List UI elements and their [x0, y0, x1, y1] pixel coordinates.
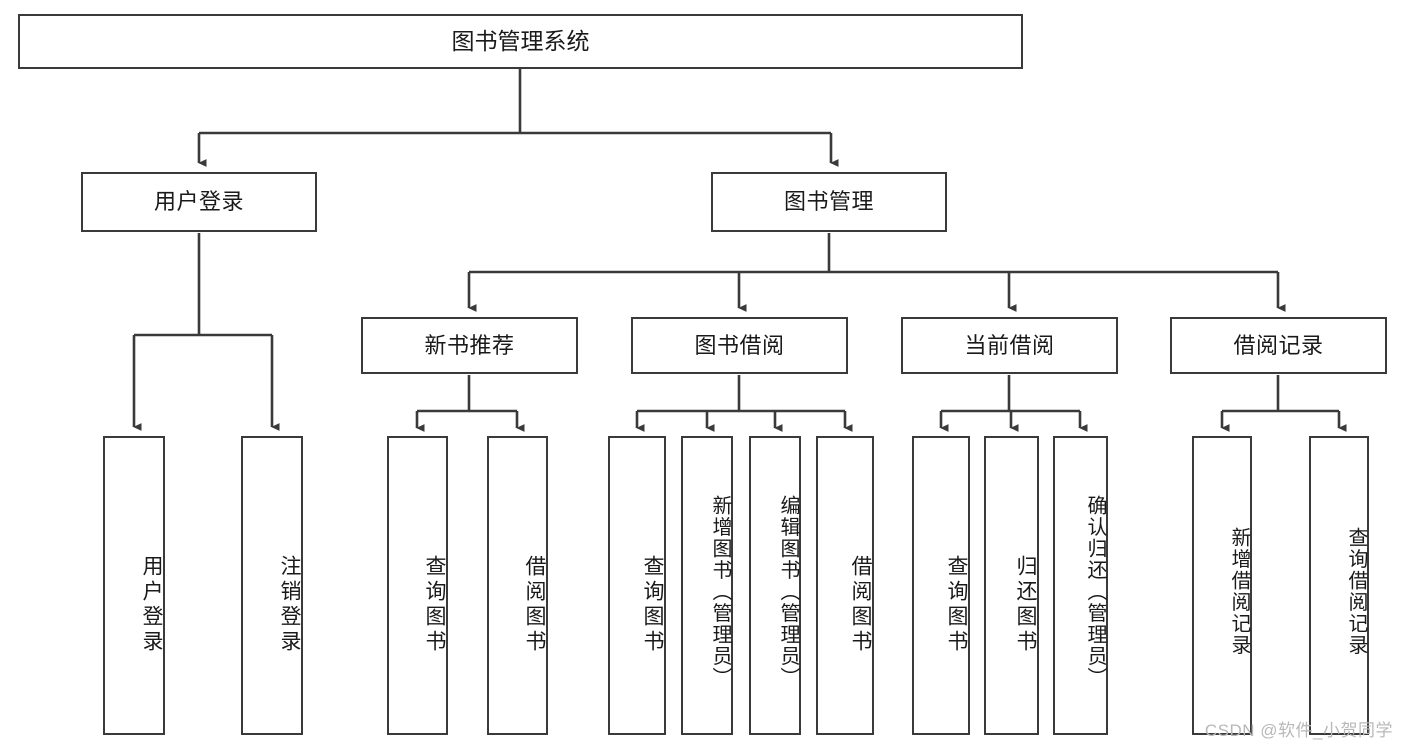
node-label: 查询图书: [423, 554, 446, 655]
node-label: 图书借阅: [694, 332, 785, 358]
watermark: CSDN @软件_小贺同学: [1204, 721, 1393, 740]
leaf-user-login[interactable]: 用户登录: [103, 436, 165, 735]
leaf-query-book-recommend[interactable]: 查询图书: [387, 436, 448, 735]
node-current-borrow[interactable]: 当前借阅: [901, 317, 1118, 374]
leaf-borrow-book[interactable]: 借阅图书: [816, 436, 874, 735]
node-user-login[interactable]: 用户登录: [81, 172, 317, 232]
node-label: 新书推荐: [424, 332, 515, 358]
leaf-add-book-admin[interactable]: 新增图书（管理员）: [681, 436, 733, 735]
node-label: 用户登录: [140, 554, 163, 655]
leaf-query-book-borrow[interactable]: 查询图书: [608, 436, 666, 735]
node-label: 查询图书: [945, 554, 968, 655]
node-label: 图书管理系统: [451, 28, 590, 55]
node-label: 借阅图书: [849, 554, 872, 655]
node-label: 新增图书（管理员）: [709, 494, 731, 689]
node-label: 用户登录: [153, 189, 244, 215]
node-label: 归还图书: [1014, 554, 1037, 655]
node-label: 图书管理: [783, 189, 874, 215]
leaf-edit-book-admin[interactable]: 编辑图书（管理员）: [749, 436, 801, 735]
node-label: 确认归还（管理员）: [1084, 494, 1106, 689]
node-label: 查询借阅记录: [1345, 527, 1367, 656]
node-book-borrow[interactable]: 图书借阅: [631, 317, 848, 374]
leaf-query-borrow-record[interactable]: 查询借阅记录: [1309, 436, 1369, 735]
leaf-query-book-current[interactable]: 查询图书: [912, 436, 970, 735]
node-label: 借阅图书: [523, 554, 546, 655]
leaf-logout[interactable]: 注销登录: [241, 436, 303, 735]
leaf-add-borrow-record[interactable]: 新增借阅记录: [1192, 436, 1252, 735]
node-label: 新增借阅记录: [1228, 527, 1250, 656]
node-label: 当前借阅: [964, 332, 1055, 358]
node-new-book-recommend[interactable]: 新书推荐: [361, 317, 578, 374]
leaf-borrow-book-recommend[interactable]: 借阅图书: [487, 436, 548, 735]
node-label: 编辑图书（管理员）: [777, 494, 799, 689]
node-book-management[interactable]: 图书管理: [711, 172, 947, 232]
leaf-return-book[interactable]: 归还图书: [984, 436, 1039, 735]
leaf-confirm-return-admin[interactable]: 确认归还（管理员）: [1053, 436, 1108, 735]
node-label: 查询图书: [641, 554, 664, 655]
node-borrow-record[interactable]: 借阅记录: [1170, 317, 1387, 374]
node-label: 借阅记录: [1233, 332, 1324, 358]
node-root-book-management-system[interactable]: 图书管理系统: [18, 14, 1023, 69]
node-label: 注销登录: [278, 554, 301, 655]
